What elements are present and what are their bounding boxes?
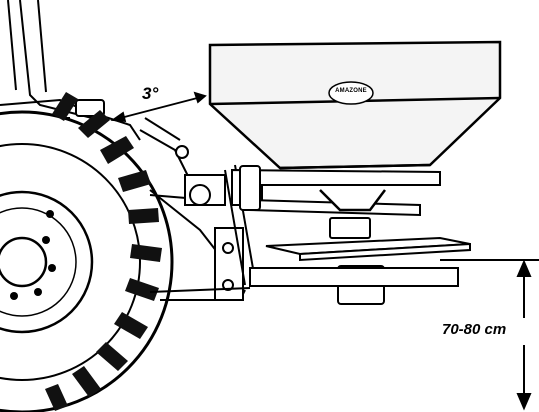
tractor-rear-wheel — [0, 92, 172, 412]
lower-frame — [150, 268, 458, 292]
height-label: 70-80 cm — [442, 321, 506, 338]
brand-logo-text: AMAZONE — [329, 88, 373, 94]
angle-label: 3° — [142, 84, 158, 104]
spreading-discs — [266, 218, 470, 304]
angle-indicator — [113, 93, 205, 121]
